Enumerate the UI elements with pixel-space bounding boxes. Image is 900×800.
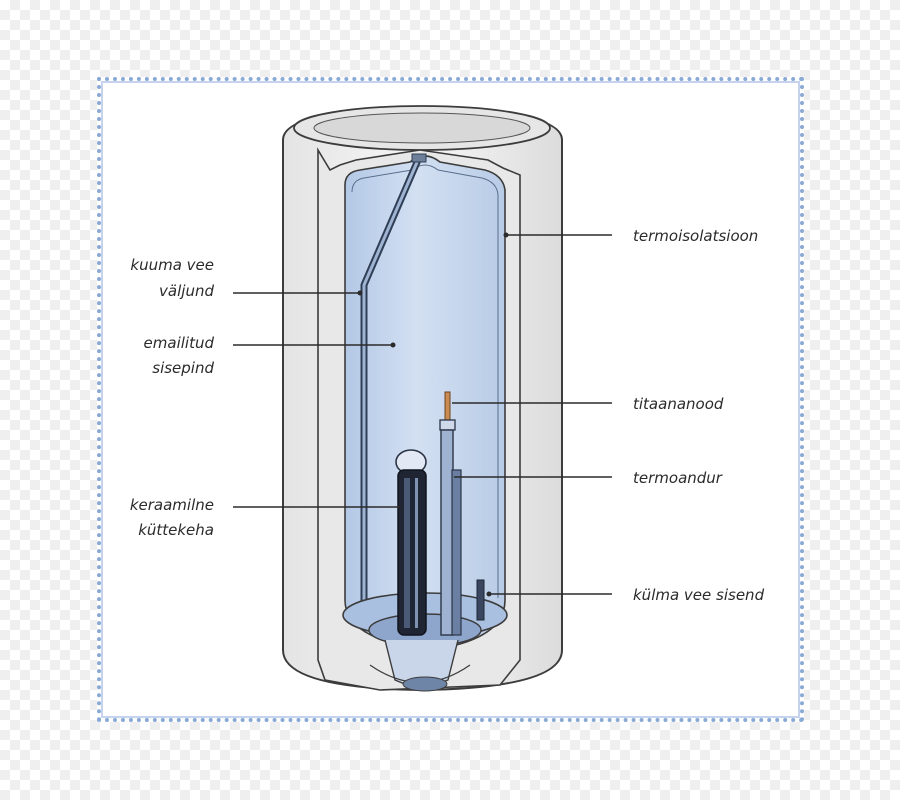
label-ceramic-heater-line2: küttekeha (138, 521, 214, 539)
label-ceramic-heater-line1: keraamilne (130, 496, 214, 514)
cold-water-inlet-pipe (476, 579, 485, 621)
label-thermo-sensor: termoandur (633, 469, 723, 487)
ceramic-heating-element (395, 449, 427, 636)
label-hot-water-outlet-line1: kuuma vee (130, 256, 214, 274)
label-titanium-anode: titaananood (633, 395, 724, 413)
label-enamelled-surface-line2: sisepind (152, 359, 214, 377)
leader-dot-enamelled (390, 342, 396, 348)
label-thermal-insulation: termoisolatsioon (633, 227, 758, 245)
label-cold-water-inlet: külma vee sisend (633, 586, 765, 604)
leader-dot-cold-inlet (486, 591, 492, 597)
leader-dot-hot-water (357, 290, 363, 296)
leader-dot-insulation (503, 232, 509, 238)
hot-water-outlet-pipe (360, 153, 427, 610)
label-enamelled-surface-line1: emailitud (144, 334, 215, 352)
anode-and-sensor (439, 391, 462, 636)
leader-lines (233, 234, 612, 595)
label-hot-water-outlet-line2: väljund (159, 282, 214, 300)
